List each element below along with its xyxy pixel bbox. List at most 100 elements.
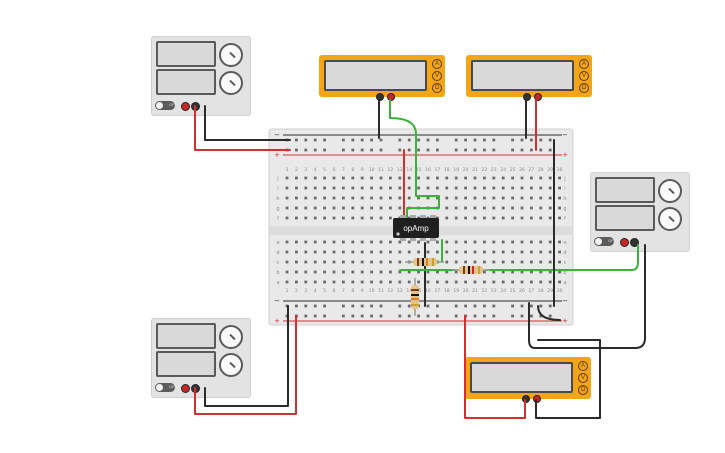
- breadboard-hole[interactable]: [295, 216, 298, 220]
- breadboard-hole[interactable]: [417, 270, 420, 274]
- breadboard-hole[interactable]: [492, 216, 496, 220]
- breadboard-hole[interactable]: [379, 176, 383, 180]
- breadboard-hole[interactable]: [473, 314, 477, 318]
- breadboard-hole[interactable]: [370, 148, 373, 152]
- breadboard-hole[interactable]: [454, 196, 458, 200]
- breadboard-hole[interactable]: [530, 250, 533, 254]
- breadboard-hole[interactable]: [351, 270, 355, 274]
- breadboard-hole[interactable]: [483, 304, 486, 308]
- breadboard-hole[interactable]: [407, 250, 411, 254]
- breadboard-hole[interactable]: [304, 176, 308, 180]
- breadboard-hole[interactable]: [295, 270, 298, 274]
- breadboard-hole[interactable]: [332, 186, 336, 190]
- breadboard-hole[interactable]: [323, 216, 326, 220]
- breadboard-hole[interactable]: [539, 314, 543, 318]
- breadboard-hole[interactable]: [558, 270, 561, 274]
- breadboard-hole[interactable]: [398, 240, 402, 244]
- breadboard-hole[interactable]: [323, 148, 326, 152]
- breadboard-hole[interactable]: [313, 270, 317, 274]
- opamp-chip[interactable]: opAmp: [393, 215, 439, 241]
- breadboard-hole[interactable]: [398, 250, 402, 254]
- breadboard-hole[interactable]: [285, 216, 289, 220]
- breadboard-hole[interactable]: [313, 260, 317, 264]
- breadboard-hole[interactable]: [370, 206, 373, 210]
- breadboard-hole[interactable]: [483, 148, 486, 152]
- breadboard-hole[interactable]: [483, 186, 486, 190]
- breadboard-hole[interactable]: [304, 206, 308, 210]
- breadboard-hole[interactable]: [351, 216, 355, 220]
- breadboard-hole[interactable]: [530, 196, 533, 200]
- breadboard-hole[interactable]: [379, 206, 383, 210]
- breadboard-hole[interactable]: [530, 240, 533, 244]
- breadboard-hole[interactable]: [511, 304, 514, 308]
- breadboard-hole[interactable]: [426, 314, 430, 318]
- breadboard-hole[interactable]: [342, 176, 345, 180]
- breadboard-hole[interactable]: [558, 240, 561, 244]
- breadboard-hole[interactable]: [313, 280, 317, 284]
- breadboard-hole[interactable]: [342, 250, 345, 254]
- breadboard-hole[interactable]: [323, 186, 326, 190]
- breadboard-hole[interactable]: [558, 216, 561, 220]
- breadboard-hole[interactable]: [548, 196, 552, 200]
- power-switch[interactable]: OFF: [155, 101, 177, 110]
- breadboard-hole[interactable]: [379, 186, 383, 190]
- breadboard-hole[interactable]: [454, 304, 458, 308]
- breadboard-hole[interactable]: [370, 250, 373, 254]
- breadboard-hole[interactable]: [407, 240, 411, 244]
- breadboard-hole[interactable]: [407, 138, 411, 142]
- breadboard-hole[interactable]: [530, 206, 533, 210]
- breadboard-hole[interactable]: [398, 148, 402, 152]
- breadboard-hole[interactable]: [351, 240, 355, 244]
- breadboard-hole[interactable]: [370, 138, 373, 142]
- breadboard-hole[interactable]: [332, 280, 336, 284]
- breadboard-hole[interactable]: [492, 196, 496, 200]
- breadboard-hole[interactable]: [492, 314, 496, 318]
- breadboard-hole[interactable]: [548, 260, 552, 264]
- breadboard-hole[interactable]: [417, 280, 420, 284]
- breadboard-hole[interactable]: [313, 250, 317, 254]
- wire-red[interactable]: [194, 105, 291, 151]
- breadboard-hole[interactable]: [426, 186, 430, 190]
- breadboard-hole[interactable]: [323, 304, 326, 308]
- breadboard-hole[interactable]: [511, 260, 514, 264]
- breadboard-hole[interactable]: [426, 148, 430, 152]
- breadboard-hole[interactable]: [436, 176, 439, 180]
- wire-black[interactable]: [204, 305, 289, 407]
- breadboard-hole[interactable]: [436, 196, 439, 200]
- breadboard-hole[interactable]: [285, 240, 289, 244]
- power-supply-2[interactable]: OFF: [590, 172, 690, 252]
- breadboard-hole[interactable]: [558, 186, 561, 190]
- breadboard-hole[interactable]: [445, 196, 449, 200]
- breadboard-hole[interactable]: [407, 314, 411, 318]
- breadboard-hole[interactable]: [295, 240, 298, 244]
- breadboard-hole[interactable]: [295, 250, 298, 254]
- voltmeter-mode-button[interactable]: V: [578, 373, 588, 383]
- breadboard-hole[interactable]: [323, 138, 326, 142]
- breadboard-hole[interactable]: [285, 260, 289, 264]
- breadboard-hole[interactable]: [332, 240, 336, 244]
- breadboard-hole[interactable]: [360, 216, 364, 220]
- breadboard-hole[interactable]: [483, 206, 486, 210]
- breadboard-hole[interactable]: [407, 280, 411, 284]
- wire-black[interactable]: [535, 339, 601, 419]
- breadboard-hole[interactable]: [342, 206, 345, 210]
- breadboard-hole[interactable]: [436, 270, 439, 274]
- breadboard-hole[interactable]: [323, 280, 326, 284]
- breadboard-hole[interactable]: [483, 250, 486, 254]
- breadboard-hole[interactable]: [464, 206, 467, 210]
- breadboard-hole[interactable]: [464, 280, 467, 284]
- breadboard-hole[interactable]: [304, 138, 308, 142]
- breadboard-hole[interactable]: [520, 260, 524, 264]
- breadboard-hole[interactable]: [445, 216, 449, 220]
- breadboard-hole[interactable]: [436, 280, 439, 284]
- breadboard-hole[interactable]: [285, 280, 289, 284]
- breadboard-hole[interactable]: [323, 196, 326, 200]
- breadboard-hole[interactable]: [313, 206, 317, 210]
- breadboard-hole[interactable]: [313, 216, 317, 220]
- breadboard-hole[interactable]: [295, 206, 298, 210]
- negative-terminal[interactable]: [630, 238, 639, 247]
- positive-terminal[interactable]: [620, 238, 629, 247]
- breadboard-hole[interactable]: [454, 314, 458, 318]
- breadboard-hole[interactable]: [483, 176, 486, 180]
- breadboard-hole[interactable]: [389, 260, 392, 264]
